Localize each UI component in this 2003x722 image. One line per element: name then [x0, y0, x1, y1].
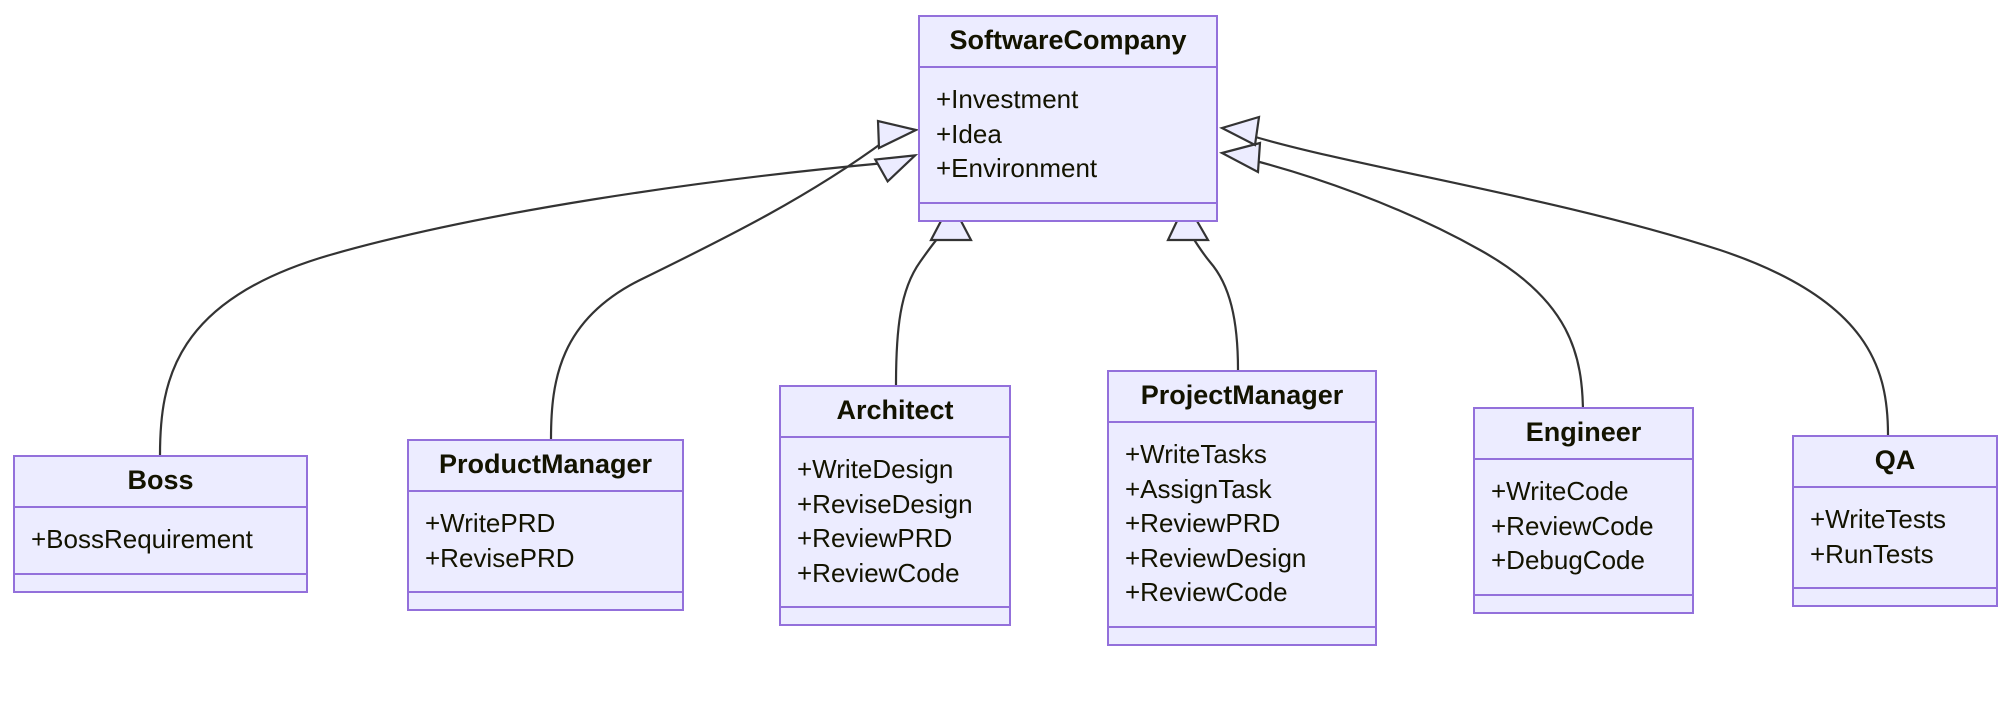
member-row: +BossRequirement	[31, 524, 253, 555]
member-row: +WriteTasks	[1125, 439, 1267, 470]
class-members-boss: +BossRequirement	[15, 508, 306, 575]
member-row: +ReviseDesign	[797, 488, 973, 519]
class-node-architect[interactable]: Architect +WriteDesign +ReviseDesign +Re…	[779, 385, 1011, 627]
class-methods-product-manager	[409, 593, 682, 609]
class-title-project-manager: ProjectManager	[1109, 372, 1375, 424]
member-row: +ReviewDesign	[1125, 542, 1307, 573]
arrowhead-productmanager	[876, 119, 920, 150]
class-title-software-company: SoftwareCompany	[920, 17, 1216, 69]
class-members-qa: +WriteTests +RunTests	[1794, 488, 1996, 590]
class-methods-software-company	[920, 204, 1216, 220]
member-row: +DebugCode	[1491, 545, 1645, 576]
class-title-qa: QA	[1794, 437, 1996, 489]
class-members-engineer: +WriteCode +ReviewCode +DebugCode	[1475, 460, 1692, 596]
member-row: +ReviewCode	[1491, 510, 1654, 541]
member-row: +ReviewCode	[1125, 577, 1288, 608]
member-row: +Environment	[936, 153, 1098, 184]
class-node-project-manager[interactable]: ProjectManager +WriteTasks +AssignTask +…	[1107, 370, 1377, 646]
arrowhead-boss	[873, 153, 919, 184]
class-members-product-manager: +WritePRD +RevisePRD	[409, 492, 682, 594]
class-title-engineer: Engineer	[1475, 409, 1692, 461]
member-row: +WriteCode	[1491, 476, 1629, 507]
class-methods-project-manager	[1109, 628, 1375, 644]
member-row: +WriteDesign	[797, 454, 954, 485]
member-row: +AssignTask	[1125, 473, 1272, 504]
class-node-engineer[interactable]: Engineer +WriteCode +ReviewCode +DebugCo…	[1473, 407, 1694, 614]
class-methods-architect	[781, 608, 1009, 624]
class-node-product-manager[interactable]: ProductManager +WritePRD +RevisePRD	[407, 439, 684, 612]
member-row: +ReviewCode	[797, 557, 960, 588]
member-row: +WriteTests	[1810, 504, 1947, 535]
class-node-software-company[interactable]: SoftwareCompany +Investment +Idea +Envir…	[918, 15, 1218, 222]
class-members-software-company: +Investment +Idea +Environment	[920, 68, 1216, 204]
class-title-product-manager: ProductManager	[409, 441, 682, 493]
edge-architect-to-softwarecompany	[894, 228, 951, 386]
edge-boss-to-softwarecompany	[158, 161, 886, 456]
class-methods-engineer	[1475, 596, 1692, 612]
member-row: +ReviewPRD	[1125, 508, 1281, 539]
class-node-qa[interactable]: QA +WriteTests +RunTests	[1792, 435, 1998, 608]
member-row: +WritePRD	[425, 508, 556, 539]
class-members-architect: +WriteDesign +ReviseDesign +ReviewPRD +R…	[781, 438, 1009, 609]
class-methods-qa	[1794, 589, 1996, 605]
member-row: +RunTests	[1810, 538, 1934, 569]
arrowhead-engineer	[1218, 141, 1262, 174]
member-row: +Investment	[936, 84, 1079, 115]
class-title-architect: Architect	[781, 387, 1009, 439]
edge-projectmanager-to-softwarecompany	[1187, 229, 1240, 371]
member-row: +ReviewPRD	[797, 523, 953, 554]
class-node-boss[interactable]: Boss +BossRequirement	[13, 455, 308, 593]
class-methods-boss	[15, 575, 306, 591]
member-row: +Idea	[936, 118, 1002, 149]
arrowhead-qa	[1219, 115, 1261, 147]
member-row: +RevisePRD	[425, 542, 575, 573]
class-members-project-manager: +WriteTasks +AssignTask +ReviewPRD +Revi…	[1109, 423, 1375, 628]
class-title-boss: Boss	[15, 457, 306, 509]
